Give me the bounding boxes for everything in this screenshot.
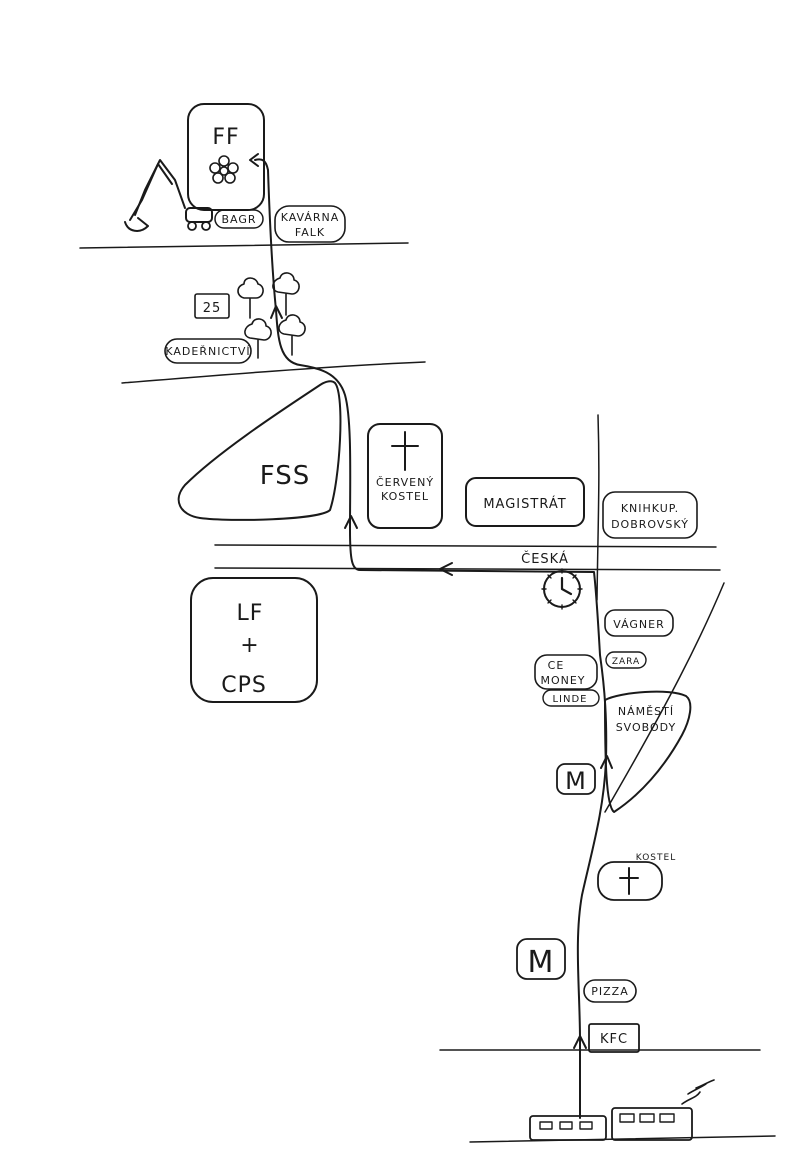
namesti-svobody: NÁMĚSTÍ SVOBODY bbox=[604, 690, 692, 813]
kavarna-box bbox=[274, 205, 346, 243]
flower-icon bbox=[209, 155, 239, 184]
ceska-street-label: ČESKÁ bbox=[521, 551, 569, 567]
cerveny-kostel: ČERVENÝ KOSTEL bbox=[367, 423, 443, 529]
street-vertical-right bbox=[596, 414, 600, 601]
kavarna-label-2: FALK bbox=[295, 226, 325, 239]
namesti-label-2: SVOBODY bbox=[616, 721, 677, 734]
cerveny-kostel-box bbox=[367, 423, 443, 529]
linde-label: LINDE bbox=[552, 694, 587, 705]
street-second bbox=[121, 361, 426, 384]
lf-cps-box bbox=[190, 577, 318, 703]
tree-icon bbox=[272, 272, 300, 316]
kostel: KOSTEL bbox=[597, 853, 676, 901]
clock-icon bbox=[541, 568, 583, 610]
zara-box bbox=[605, 651, 647, 669]
vagner-label: VÁGNER bbox=[613, 618, 665, 631]
tree-icon bbox=[244, 318, 272, 359]
bagr-box bbox=[214, 209, 264, 229]
vagner-box bbox=[604, 609, 674, 637]
fss-shape bbox=[177, 380, 342, 521]
route bbox=[249, 153, 613, 1119]
arrow-icon bbox=[344, 515, 358, 529]
arrow-icon bbox=[600, 755, 613, 769]
svg-text:M: M bbox=[565, 767, 587, 795]
streets bbox=[79, 242, 776, 1143]
tram-line bbox=[469, 1135, 776, 1143]
excavator-icon bbox=[124, 159, 213, 232]
street-diagonal-right bbox=[604, 582, 725, 813]
kadernictvi-label: KADEŘNICTVÍ bbox=[165, 345, 250, 358]
cross-icon bbox=[391, 431, 419, 471]
knihkup-label-2: DOBROVSKÝ bbox=[611, 518, 689, 531]
ce-label: CE bbox=[548, 659, 565, 672]
arrow-icon bbox=[573, 1035, 587, 1049]
street-ceska-lower bbox=[214, 567, 721, 571]
kfc-box bbox=[588, 1023, 640, 1053]
kostel-label: KOSTEL bbox=[636, 853, 676, 863]
tree-icon bbox=[278, 314, 306, 356]
fss-label: FSS bbox=[260, 461, 311, 491]
tram-25-label: 25 bbox=[203, 301, 222, 316]
kavarna-label-1: KAVÁRNA bbox=[281, 211, 340, 224]
kavarna-falk: KAVÁRNA FALK bbox=[274, 205, 346, 243]
mcdonalds-icon: M bbox=[556, 763, 596, 795]
kfc-label: KFC bbox=[600, 1032, 628, 1047]
arrow-icon bbox=[439, 562, 453, 576]
namesti-label-1: NÁMĚSTÍ bbox=[618, 705, 674, 718]
magistrat-box bbox=[465, 477, 585, 527]
cps-label: CPS bbox=[221, 673, 267, 698]
namesti-shape bbox=[604, 690, 692, 813]
tree-icon bbox=[237, 277, 264, 319]
svg-text:M: M bbox=[528, 945, 555, 980]
knihkup-label-1: KNIHKUP. bbox=[621, 502, 679, 515]
magistrat-label: MAGISTRÁT bbox=[483, 496, 566, 512]
lf-plus-label: + bbox=[240, 633, 259, 658]
arrow-icon bbox=[270, 305, 283, 319]
tram-icon bbox=[529, 1079, 715, 1141]
cerveny-label-2: KOSTEL bbox=[381, 490, 429, 503]
cross-icon bbox=[619, 867, 639, 895]
linde-box bbox=[542, 689, 600, 707]
pizza-box bbox=[583, 979, 637, 1003]
bagr-label: BAGR bbox=[221, 213, 256, 226]
arrow-icon bbox=[249, 153, 259, 167]
zara-label: ZARA bbox=[612, 657, 640, 667]
pizza-label: PIZZA bbox=[591, 985, 628, 998]
ff-label: FF bbox=[212, 125, 239, 150]
tram-25-box bbox=[194, 293, 230, 319]
cerveny-label-1: ČERVENÝ bbox=[376, 476, 434, 489]
street-top bbox=[79, 242, 409, 249]
money-label: MONEY bbox=[540, 674, 585, 687]
mcdonalds-icon: M bbox=[516, 938, 566, 980]
ce-money-box bbox=[534, 654, 598, 690]
kadernictvi-box bbox=[164, 338, 252, 364]
lf-label: LF bbox=[237, 601, 264, 626]
fss-building: FSS bbox=[177, 380, 342, 521]
knihkup-box bbox=[602, 491, 698, 539]
lf-cps-building: LF + CPS bbox=[190, 577, 318, 703]
street-ceska-upper bbox=[214, 544, 717, 548]
kostel-box bbox=[597, 861, 663, 901]
